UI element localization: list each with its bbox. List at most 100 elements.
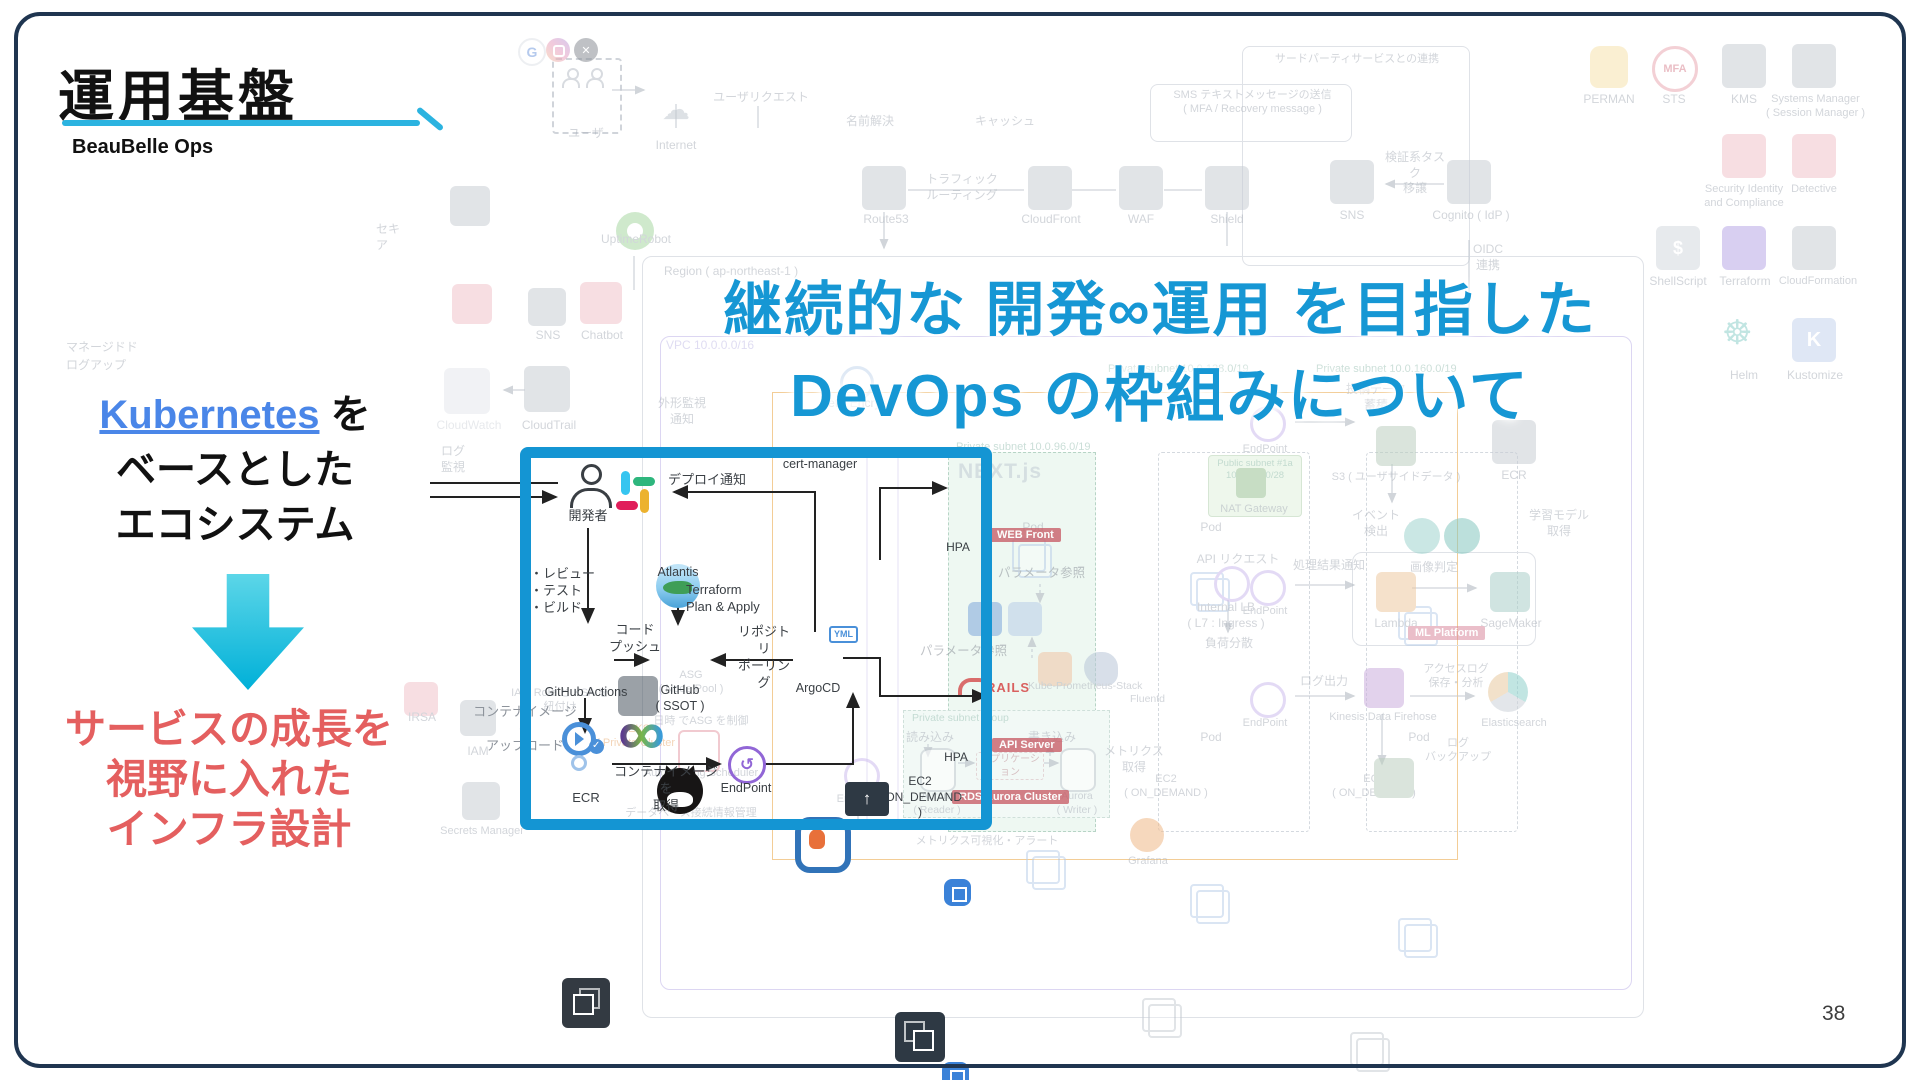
lambda-icon bbox=[1376, 572, 1416, 612]
bg-label: ログ バックアップ bbox=[1425, 737, 1491, 764]
bg-label: Region ( ap-northeast-1 ) bbox=[664, 264, 799, 278]
bg-label: ログ出力 bbox=[1299, 674, 1348, 688]
bg-label: IAM bbox=[467, 744, 489, 758]
bg-label: EndPoint bbox=[1242, 717, 1288, 729]
ml-platform-badge: ML Platform bbox=[1408, 626, 1486, 640]
grafana-icon bbox=[1130, 818, 1164, 852]
kubernetes-suffix: を bbox=[319, 393, 371, 437]
endpoint-label: EndPoint bbox=[720, 781, 772, 795]
ec2-icon bbox=[895, 1012, 945, 1062]
sts-icon bbox=[1652, 46, 1698, 92]
infra-design-note: サービスの成長を 視野に入れた インフラ設計 bbox=[14, 704, 444, 854]
hpa-icon-web bbox=[944, 879, 971, 906]
users-icon bbox=[562, 66, 604, 88]
bg-label: Let's Encrypt bbox=[821, 396, 891, 410]
waf-icon bbox=[1119, 166, 1163, 210]
kubernetes-note: Kubernetes を ベースとした エコシステム bbox=[30, 388, 440, 554]
page-number: 38 bbox=[1822, 1002, 1846, 1025]
google-icon bbox=[518, 38, 546, 66]
rails-logo-text: RAILS bbox=[986, 680, 1030, 695]
config-icon bbox=[450, 186, 490, 226]
bg-label: ECR bbox=[1501, 468, 1527, 482]
bg-label: SNS bbox=[535, 328, 561, 342]
bg-label: Internet bbox=[655, 138, 697, 152]
bg-label: Pod bbox=[1200, 520, 1222, 534]
bg-label: SageMaker bbox=[1480, 616, 1542, 630]
bg-label: 学習モデル 取得 bbox=[1528, 508, 1589, 538]
page-title: 運用基盤 bbox=[58, 65, 298, 128]
bg-label: Security Identity and Compliance bbox=[1704, 183, 1784, 210]
bg-label: Aurora ( Reader ) bbox=[913, 790, 961, 816]
bg-label: SNS bbox=[1339, 208, 1365, 222]
shellscript-icon bbox=[1656, 226, 1700, 270]
bg-label: Secrets Manager bbox=[440, 825, 524, 837]
bg-label: イベント 検出 bbox=[1351, 508, 1400, 538]
kubernetes-link[interactable]: Kubernetes bbox=[99, 393, 320, 437]
endpoint-icon bbox=[1250, 406, 1286, 442]
hpa-web-label: HPA bbox=[946, 540, 970, 554]
security-compliance-icon bbox=[1722, 134, 1766, 178]
cloudformation-icon bbox=[1792, 226, 1836, 270]
detective-icon bbox=[1792, 134, 1836, 178]
subnet-col2-panel bbox=[1158, 452, 1310, 832]
bg-label: Pod bbox=[1408, 730, 1430, 744]
nat-gateway-icon bbox=[1236, 468, 1266, 498]
irsa-icon bbox=[404, 682, 438, 716]
bg-label: 名前解決 bbox=[845, 114, 894, 128]
bg-label: 負荷分散 bbox=[1204, 636, 1253, 650]
instagram-icon bbox=[546, 38, 570, 62]
bg-label: キャッシュ bbox=[974, 114, 1035, 128]
bg-label: Terraform bbox=[1719, 274, 1771, 288]
review-list-label: ・レビュー ・テスト ・ビルド bbox=[530, 566, 596, 615]
internet-cloud-icon: ☁ bbox=[662, 94, 690, 125]
developer-label: 開発者 bbox=[568, 508, 608, 523]
bg-label: Kube-Prometheus-Stack bbox=[1028, 680, 1143, 692]
terraform-icon bbox=[1722, 226, 1766, 270]
bg-label: CloudFront bbox=[1021, 212, 1081, 226]
bg-label: STS bbox=[1662, 92, 1686, 106]
openai-icon bbox=[1404, 518, 1440, 554]
bg-label: API リクエスト bbox=[1196, 552, 1280, 566]
bg-label: Chatbot bbox=[580, 328, 624, 342]
s3-icon bbox=[1376, 426, 1416, 466]
ecr-right-icon bbox=[1492, 420, 1536, 464]
bg-label: VPC 10.0.0.0/16 bbox=[666, 338, 755, 352]
bg-label: マネージドド bbox=[66, 340, 138, 354]
bg-label: KMS bbox=[1730, 92, 1757, 106]
bg-label: PERMAN bbox=[1583, 92, 1635, 106]
bg-label: データベース接続情報管理 bbox=[625, 807, 757, 819]
atlantis-icon bbox=[656, 564, 700, 608]
bg-label: セキ ア bbox=[376, 222, 401, 252]
kubernetes-note-line2: ベースとした bbox=[116, 448, 354, 493]
bg-label: サードパーティサービスとの連携 bbox=[1274, 53, 1440, 65]
terraform-label: Terraform Plan & Apply bbox=[686, 582, 760, 614]
hpa-label: HPA bbox=[944, 750, 968, 764]
bg-label: EndPoint bbox=[1242, 605, 1288, 617]
ml-service-icon bbox=[1444, 518, 1480, 554]
headline-line2: DevOps の枠組みについて bbox=[790, 363, 1530, 429]
aurora-writer-icon bbox=[1060, 748, 1096, 792]
web-front-badge: WEB Front bbox=[990, 528, 1061, 542]
bg-label: EKS ( Private Cluster ) bbox=[596, 722, 682, 751]
bg-label: Route53 bbox=[863, 212, 909, 226]
x-icon bbox=[574, 38, 598, 62]
shield-icon bbox=[1205, 166, 1249, 210]
bg-label: EC2 ( ON_DEMAND ) bbox=[1124, 773, 1208, 800]
chatbot-icon bbox=[580, 282, 622, 324]
bg-label: OIDC 連携 bbox=[1473, 242, 1503, 272]
red-note-line1: サービスの成長を bbox=[65, 706, 393, 752]
bg-label: ログ 監視 bbox=[440, 444, 465, 474]
bg-label: 処理結果通知 bbox=[1292, 558, 1365, 572]
repo-polling-label: リポジトリ ポーリング bbox=[737, 624, 790, 690]
github-actions-label: GitHub Actions bbox=[544, 685, 628, 699]
bg-label: 投稿データ 蓄積 bbox=[1345, 382, 1406, 412]
kinesis-icon bbox=[1364, 668, 1404, 708]
bg-label: NEXT.js bbox=[958, 460, 1043, 483]
github-icon bbox=[657, 768, 703, 814]
bg-label: Private subnet group bbox=[912, 712, 1009, 724]
bg-label: CloudFormation bbox=[1778, 275, 1858, 287]
bg-label: SMS テキストメッセージの送信 ( MFA / Recovery messag… bbox=[1173, 89, 1332, 116]
code-push-label: コード プッシュ bbox=[608, 622, 661, 654]
